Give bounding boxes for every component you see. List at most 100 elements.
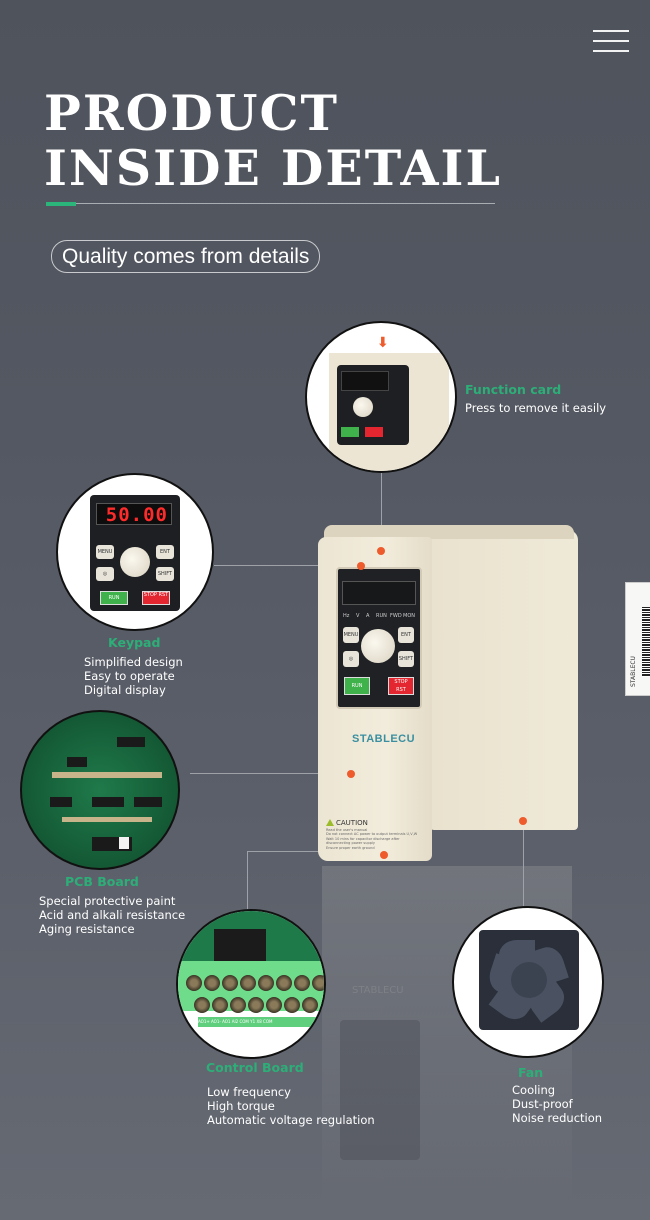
- device-shift-button[interactable]: SHIFT: [398, 651, 414, 667]
- device-front: Hz V A RUN FWD MON MENU ENT ◎ SHIFT RUN …: [318, 537, 432, 861]
- reflection-panel: [340, 1020, 420, 1160]
- terminal-screw: [248, 997, 264, 1013]
- feature-line: Press to remove it easily: [465, 401, 607, 415]
- terminal-labels: AO1+ AO1- AO1 AI2 COM Y1 X8 COM: [198, 1017, 318, 1027]
- device-display: [342, 581, 416, 605]
- menu-bar: [593, 50, 629, 52]
- device-knob[interactable]: [361, 629, 395, 663]
- keypad-display-value: 50.00: [96, 503, 172, 526]
- device-top: [324, 525, 574, 539]
- indicator-hz: Hz: [343, 613, 350, 619]
- terminal-label: COM: [263, 1019, 273, 1024]
- function-card-image: ⬇: [305, 321, 457, 473]
- pcb-chip: [50, 797, 72, 807]
- caution-line: Do not connect AC power to output termin…: [326, 832, 418, 837]
- leader-line-fan: [523, 822, 524, 906]
- device-brand-logo: STABLECU: [352, 733, 416, 745]
- menu-bar: [593, 40, 629, 42]
- keypad-menu-button: MENU: [96, 545, 114, 559]
- leader-line-function-card: [381, 470, 382, 548]
- terminal-screw: [186, 975, 202, 991]
- indicator-run: RUN: [376, 613, 387, 619]
- marker-keypad[interactable]: [357, 562, 365, 570]
- terminal-screw: [230, 997, 246, 1013]
- terminal-screw: [222, 975, 238, 991]
- terminal-screw: [212, 997, 228, 1013]
- terminal-label: X8: [256, 1019, 262, 1024]
- keypad-closeup: 50.00 MENU ENT ◎ SHIFT RUN STOP RST: [90, 495, 180, 611]
- feature-line: Special protective paint: [39, 894, 176, 908]
- indicator-mon: MON: [403, 613, 415, 619]
- terminal-label: AI2: [231, 1019, 239, 1024]
- device-enter-button[interactable]: ENT: [398, 627, 414, 643]
- device-side: CE STABLECU: [430, 530, 650, 830]
- terminal-screw: [204, 975, 220, 991]
- feature-line: High torque: [207, 1099, 275, 1113]
- title-line-1: PRODUCT: [44, 84, 339, 142]
- feature-list-fan: Cooling Dust-proof Noise reduction: [512, 1083, 602, 1125]
- device-m-button[interactable]: ◎: [343, 651, 359, 667]
- pcb-chip: [117, 737, 145, 747]
- marker-function-card[interactable]: [377, 547, 385, 555]
- function-card-knob: [353, 397, 373, 417]
- reflection-brand: STABLECU: [352, 985, 404, 996]
- function-card-display: [341, 371, 389, 391]
- indicator-fwd: FWD: [390, 613, 402, 619]
- fan-hub: [511, 962, 547, 998]
- function-card-run: [341, 427, 359, 437]
- device-run-button[interactable]: RUN: [344, 677, 370, 695]
- warning-icon: [326, 819, 334, 826]
- terminal-screw: [302, 997, 318, 1013]
- leader-line-keypad: [214, 565, 364, 566]
- pcb-components: [62, 817, 152, 822]
- terminal-label: COM: [239, 1019, 249, 1024]
- caution-label: CAUTION: [336, 819, 368, 827]
- label-brand: STABLECU: [630, 656, 637, 687]
- keypad-image: 50.00 MENU ENT ◎ SHIFT RUN STOP RST: [56, 473, 214, 631]
- feature-title-function-card: Function card: [465, 382, 562, 397]
- feature-line: Automatic voltage regulation: [207, 1113, 375, 1127]
- pcb-chip: [92, 797, 124, 807]
- feature-line: Easy to operate: [84, 669, 175, 683]
- caution-line: Wait 10 mins for capacitor discharge aft…: [326, 836, 400, 841]
- rating-label: CE STABLECU: [625, 582, 650, 696]
- page-title: PRODUCT INSIDE DETAIL: [44, 86, 502, 196]
- pcb-components: [52, 772, 162, 778]
- caution-text: Read the user's manual Do not connect AC…: [326, 828, 430, 850]
- keypad-knob: [120, 547, 150, 577]
- marker-fan[interactable]: [519, 817, 527, 825]
- keypad-shift-button: SHIFT: [156, 567, 174, 581]
- title-divider: [46, 203, 495, 204]
- function-card-keypad: [337, 365, 409, 445]
- keypad-enter-button: ENT: [156, 545, 174, 559]
- terminal-screw: [194, 997, 210, 1013]
- hamburger-menu-icon[interactable]: [593, 28, 629, 54]
- menu-bar: [593, 30, 629, 32]
- pcb-board-image: [20, 710, 180, 870]
- terminal-screw: [258, 975, 274, 991]
- device-stop-button[interactable]: STOP RST: [388, 677, 414, 695]
- indicator-v: V: [356, 613, 360, 619]
- device-menu-button[interactable]: MENU: [343, 627, 359, 643]
- terminal-screw: [312, 975, 324, 991]
- terminal-label: AO1: [222, 1019, 231, 1024]
- fan-image: [452, 906, 604, 1058]
- terminal-screw: [276, 975, 292, 991]
- terminal-label: Y1: [250, 1019, 256, 1024]
- feature-list-pcb-board: Special protective paint Acid and alkali…: [39, 894, 185, 936]
- feature-title-control-board: Control Board: [206, 1060, 304, 1075]
- indicator-a: A: [366, 613, 370, 619]
- feature-line: Dust-proof: [512, 1097, 573, 1111]
- keypad-m-button: ◎: [96, 567, 114, 581]
- function-card-stop: [365, 427, 383, 437]
- pcb-chip: [67, 757, 87, 767]
- marker-control-board[interactable]: [380, 851, 388, 859]
- caution-line: Read the user's manual: [326, 828, 368, 832]
- marker-pcb[interactable]: [347, 770, 355, 778]
- terminal-screw: [240, 975, 256, 991]
- caution-title: CAUTION: [326, 819, 368, 827]
- feature-line: Cooling: [512, 1083, 556, 1097]
- feature-title-keypad: Keypad: [108, 635, 161, 650]
- fan-frame: [479, 930, 579, 1030]
- keypad-stop-button: STOP RST: [142, 591, 170, 605]
